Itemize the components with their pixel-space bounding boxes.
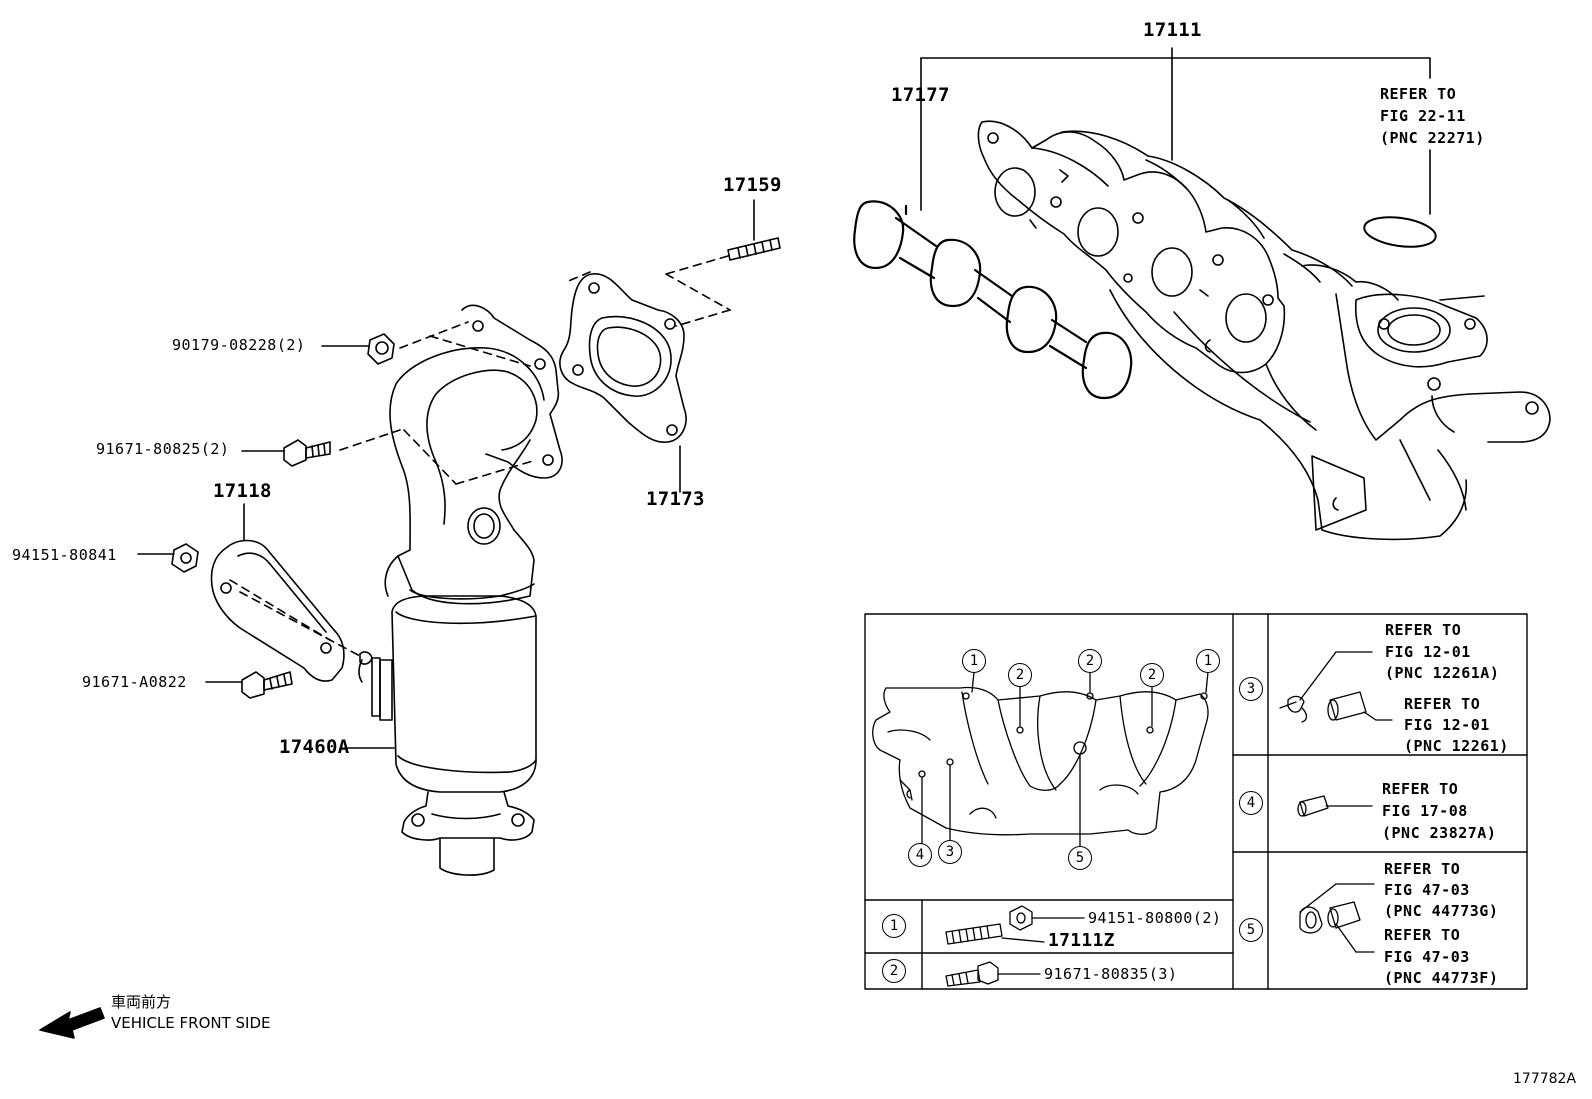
o-ring-gasket (1363, 216, 1437, 248)
detail-manifold (872, 671, 1209, 847)
refer-3b-line2: FIG 12-01 (1404, 716, 1490, 734)
row-callout-3: 3 (1239, 677, 1263, 701)
detail-box (864, 613, 1528, 990)
top-leader-bracket (920, 47, 1431, 215)
figure-id: 177782A (1513, 1071, 1577, 1087)
refer-4-line3: (PNC 23827A) (1382, 824, 1497, 842)
callout-3-bottom: 3 (938, 840, 962, 864)
label-17111Z: 17111Z (1048, 930, 1115, 951)
label-90179: 90179-08228(2) (172, 336, 306, 354)
callout-2-right: 2 (1140, 663, 1164, 687)
alignment-dashes (229, 255, 731, 657)
intake-gasket (853, 200, 1133, 400)
label-17173: 17173 (646, 488, 705, 510)
detail-5-parts (1299, 883, 1375, 953)
row-callout-1: 1 (882, 914, 906, 938)
label-17159: 17159 (723, 174, 782, 196)
label-17460A: 17460A (279, 736, 350, 758)
detail-4-hose (1297, 795, 1373, 817)
bracket-17118 (210, 503, 373, 682)
callout-1-left: 1 (962, 649, 986, 673)
exhaust-manifold-converter (358, 304, 563, 876)
refer-5a-line2: FIG 47-03 (1384, 881, 1470, 899)
refer-top-line1: REFER TO (1380, 85, 1457, 103)
refer-3a-line1: REFER TO (1385, 621, 1462, 639)
front-arrow (39, 1007, 105, 1039)
refer-top-line3: (PNC 22271) (1380, 129, 1485, 147)
refer-4-line2: FIG 17-08 (1382, 802, 1468, 820)
refer-5a-line3: (PNC 44773G) (1384, 902, 1499, 920)
stud-17159 (727, 199, 781, 261)
callout-4-bottom: 4 (908, 843, 932, 867)
nut-94151-80841 (137, 543, 199, 573)
front-side-english: VEHICLE FRONT SIDE (111, 1014, 271, 1032)
label-17118: 17118 (213, 480, 272, 502)
row-callout-2: 2 (882, 959, 906, 983)
detail-row2-bolt (945, 961, 1041, 987)
callout-2-left: 2 (1008, 663, 1032, 687)
label-17111: 17111 (1143, 19, 1202, 41)
intake-manifold (977, 120, 1551, 541)
row-callout-5: 5 (1239, 918, 1263, 942)
refer-3b-line1: REFER TO (1404, 695, 1481, 713)
refer-5b-line3: (PNC 44773F) (1384, 969, 1499, 987)
callout-5-bottom: 5 (1068, 846, 1092, 870)
refer-5a-line1: REFER TO (1384, 860, 1461, 878)
refer-5b-line2: FIG 47-03 (1384, 948, 1470, 966)
bolt-91671-A0822 (205, 671, 293, 699)
label-94151-80800: 94151-80800(2) (1088, 909, 1222, 927)
refer-5b-line1: REFER TO (1384, 926, 1461, 944)
refer-3a-line2: FIG 12-01 (1385, 643, 1471, 661)
detail-row1-parts (945, 905, 1085, 945)
refer-4-line1: REFER TO (1382, 780, 1459, 798)
callout-2-mid: 2 (1078, 649, 1102, 673)
label-91671-80835: 91671-80835(3) (1044, 965, 1178, 983)
label-91671-80825: 91671-80825(2) (96, 440, 230, 458)
refer-top-line2: FIG 22-11 (1380, 107, 1466, 125)
label-91671-A0822: 91671-A0822 (82, 673, 187, 691)
callout-1-right: 1 (1196, 649, 1220, 673)
nut-90179 (321, 333, 395, 365)
exhaust-gasket (559, 273, 687, 493)
bolt-91671-80825 (241, 439, 331, 467)
detail-3-parts (1279, 651, 1393, 723)
front-side-japanese: 車両前方 (111, 993, 172, 1011)
refer-3a-line3: (PNC 12261A) (1385, 664, 1500, 682)
row-callout-4: 4 (1239, 791, 1263, 815)
refer-3b-line3: (PNC 12261) (1404, 737, 1509, 755)
label-94151-80841: 94151-80841 (12, 546, 117, 564)
label-17177: 17177 (891, 84, 950, 106)
